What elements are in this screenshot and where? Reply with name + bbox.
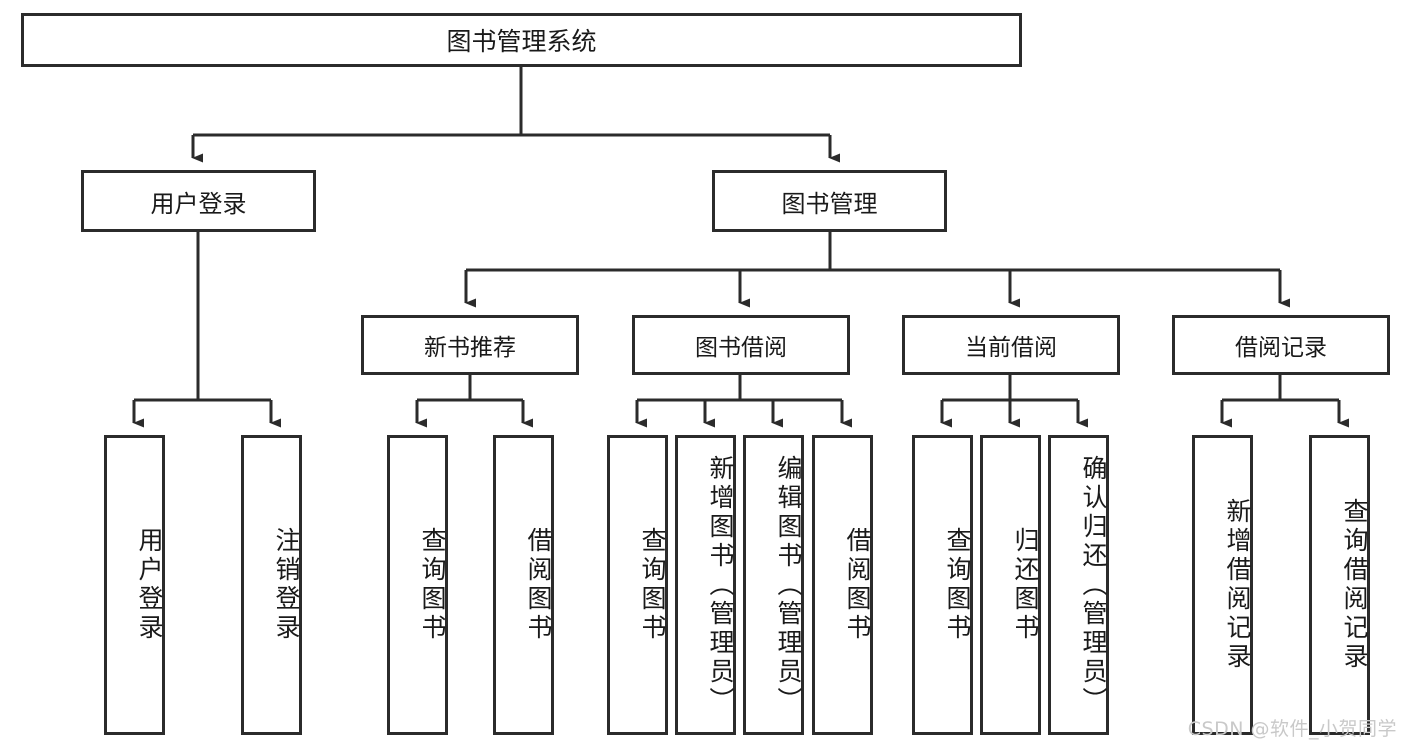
node-leaf-query-book-1[interactable]: 查询图书 xyxy=(387,435,448,735)
node-label: 新增借阅记录 xyxy=(1223,498,1252,672)
node-label: 借阅记录 xyxy=(1235,335,1327,361)
node-book-management-system[interactable]: 图书管理系统 xyxy=(21,13,1022,67)
node-label: 图书管理系统 xyxy=(446,27,597,56)
node-book-management[interactable]: 图书管理 xyxy=(712,170,947,232)
node-leaf-borrow-book-2[interactable]: 借阅图书 xyxy=(812,435,873,735)
node-leaf-user-login[interactable]: 用户登录 xyxy=(104,435,165,735)
node-borrow-record[interactable]: 借阅记录 xyxy=(1172,315,1390,375)
node-leaf-return-book[interactable]: 归还图书 xyxy=(980,435,1041,735)
node-user-login[interactable]: 用户登录 xyxy=(81,170,316,232)
node-label: 注销登录 xyxy=(272,527,301,643)
node-label: 查询图书 xyxy=(943,527,972,643)
node-label: 确认归还（管理员） xyxy=(1079,454,1108,716)
node-label: 新书推荐 xyxy=(424,335,516,361)
node-leaf-add-book[interactable]: 新增图书（管理员） xyxy=(675,435,736,735)
node-label: 用户登录 xyxy=(150,189,247,218)
node-leaf-add-borrow-record[interactable]: 新增借阅记录 xyxy=(1192,435,1253,735)
watermark: CSDN @软件_小贺同学 xyxy=(1187,718,1397,740)
node-leaf-logout-login[interactable]: 注销登录 xyxy=(241,435,302,735)
node-leaf-edit-book[interactable]: 编辑图书（管理员） xyxy=(743,435,804,735)
node-label: 图书管理 xyxy=(781,189,878,218)
node-label: 当前借阅 xyxy=(965,335,1057,361)
node-label: 借阅图书 xyxy=(843,527,872,643)
node-leaf-query-book-3[interactable]: 查询图书 xyxy=(912,435,973,735)
node-label: 借阅图书 xyxy=(524,527,553,643)
node-new-book-recommend[interactable]: 新书推荐 xyxy=(361,315,579,375)
node-label: 编辑图书（管理员） xyxy=(774,454,803,716)
node-leaf-query-borrow-record[interactable]: 查询借阅记录 xyxy=(1309,435,1370,735)
node-book-borrow[interactable]: 图书借阅 xyxy=(632,315,850,375)
node-label: 查询借阅记录 xyxy=(1340,498,1369,672)
node-label: 用户登录 xyxy=(135,527,164,643)
node-label: 归还图书 xyxy=(1011,527,1040,643)
node-label: 图书借阅 xyxy=(695,335,787,361)
node-label: 新增图书（管理员） xyxy=(706,454,735,716)
node-label: 查询图书 xyxy=(638,527,667,643)
node-current-borrow[interactable]: 当前借阅 xyxy=(902,315,1120,375)
node-leaf-borrow-book-1[interactable]: 借阅图书 xyxy=(493,435,554,735)
node-label: 查询图书 xyxy=(418,527,447,643)
node-leaf-query-book-2[interactable]: 查询图书 xyxy=(607,435,668,735)
node-leaf-confirm-return[interactable]: 确认归还（管理员） xyxy=(1048,435,1109,735)
